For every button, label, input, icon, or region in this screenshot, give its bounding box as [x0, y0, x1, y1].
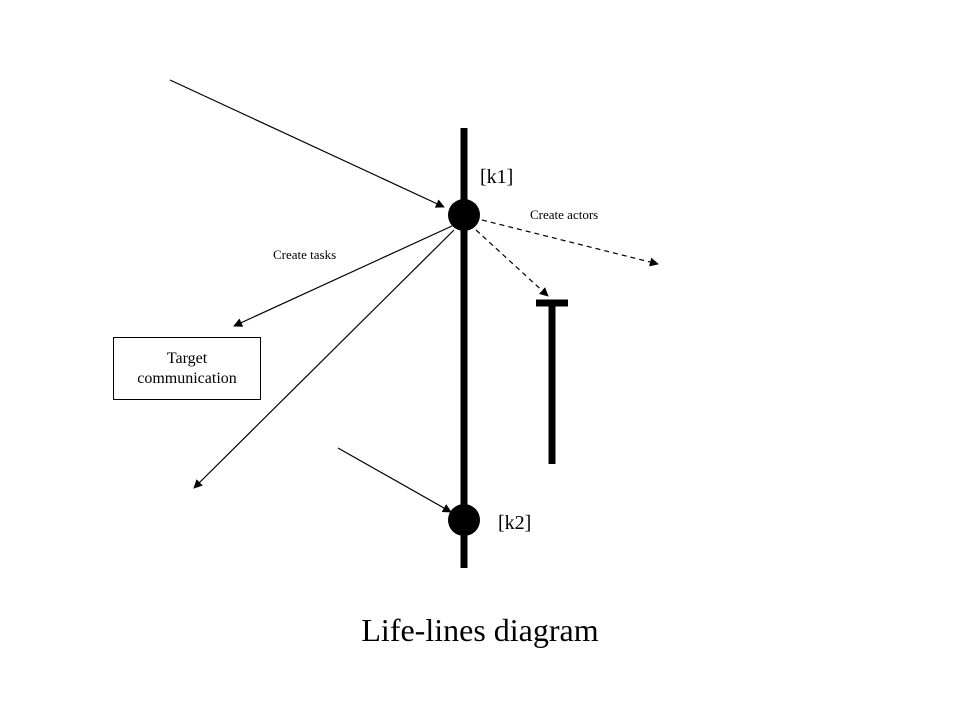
event-node-k1 — [448, 199, 480, 231]
create-tasks-arrow-to-target — [233, 225, 453, 327]
label-create-actors: Create actors — [530, 207, 599, 222]
event-node-k2 — [448, 504, 480, 536]
actor-lifeline — [536, 299, 568, 464]
label-create-tasks: Create tasks — [273, 247, 337, 262]
create-actors-arrow-right — [481, 219, 659, 267]
label-k2: [k2] — [498, 512, 532, 534]
diagram-caption: Life-lines diagram — [361, 612, 599, 648]
create-actors-arrow-to-actor — [475, 229, 549, 297]
label-k1: [k1] — [480, 166, 514, 188]
create-tasks-arrow-lower — [193, 229, 455, 489]
target-communication-label: Target communication — [137, 349, 237, 387]
incoming-arrow-k2 — [337, 447, 452, 513]
incoming-arrow-k1 — [169, 79, 445, 208]
target-communication-box: Target communication — [113, 337, 261, 400]
